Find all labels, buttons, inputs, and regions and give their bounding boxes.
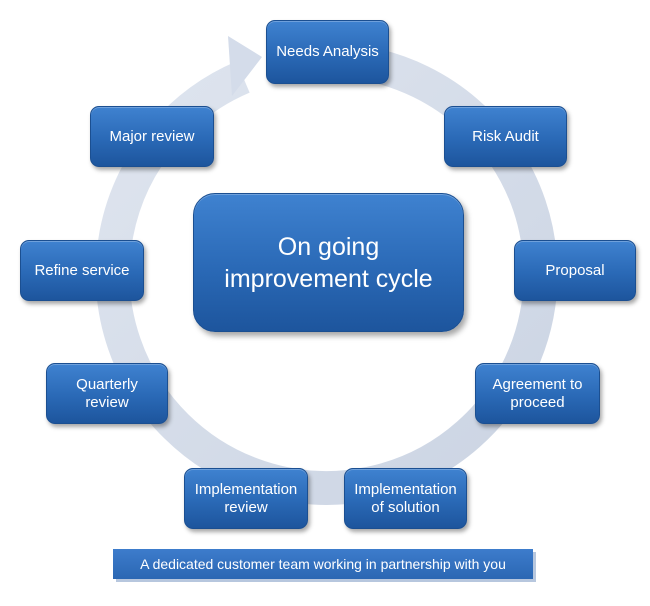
step-agreement-to-proceed: Agreement to proceed: [475, 363, 600, 424]
step-needs-analysis: Needs Analysis: [266, 20, 389, 84]
step-refine-service: Refine service: [20, 240, 144, 301]
step-quarterly-review: Quarterly review: [46, 363, 168, 424]
cycle-arrowhead: [228, 36, 262, 96]
step-implementation-review: Implementation review: [184, 468, 308, 529]
step-implementation-of-solution: Implementation of solution: [344, 468, 467, 529]
center-title: On going improvement cycle: [193, 193, 464, 332]
step-proposal: Proposal: [514, 240, 636, 301]
step-risk-audit: Risk Audit: [444, 106, 567, 167]
caption-banner: A dedicated customer team working in par…: [113, 549, 533, 579]
caption-text: A dedicated customer team working in par…: [140, 556, 506, 572]
step-major-review: Major review: [90, 106, 214, 167]
